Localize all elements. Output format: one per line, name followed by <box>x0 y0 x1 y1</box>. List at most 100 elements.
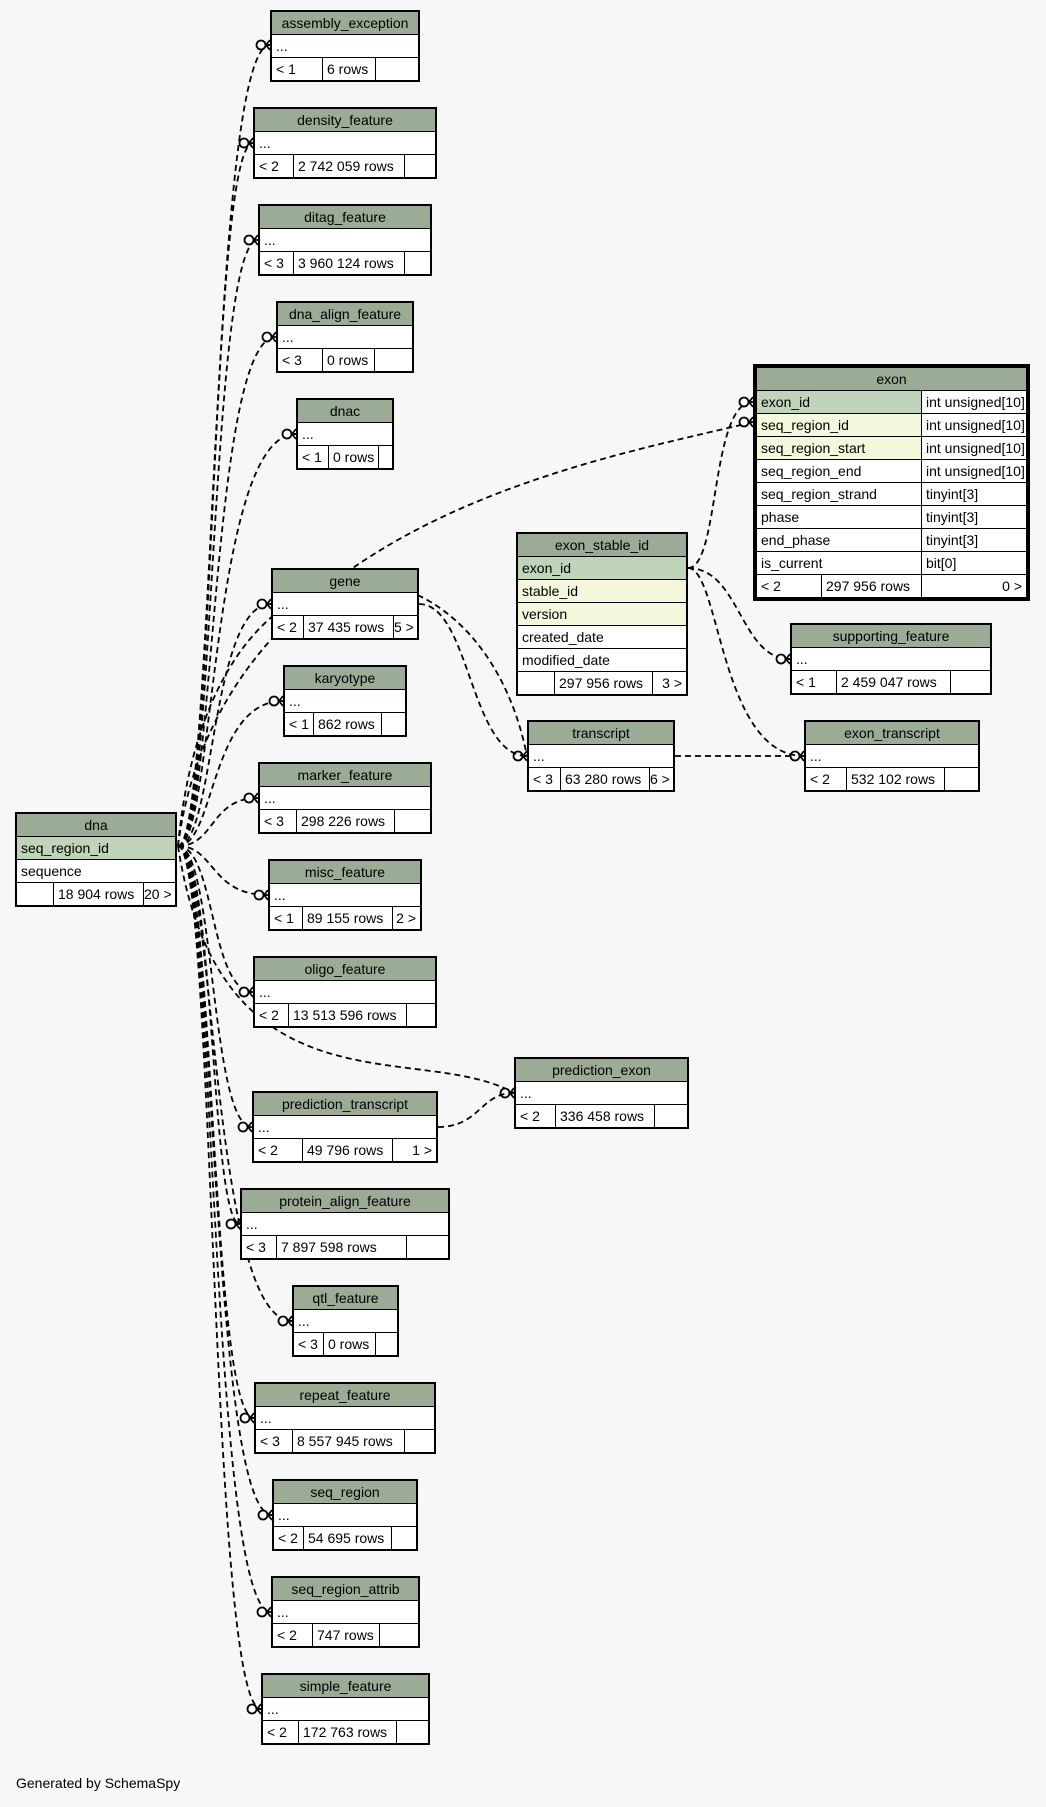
parents-count: < 2 <box>259 1007 279 1023</box>
edge-dna-simple-feature-optional-marker <box>246 1703 258 1715</box>
edge-dna-misc-feature-optional-marker <box>253 889 265 901</box>
edge-dna-karyotype <box>177 700 284 847</box>
row-count: 2 459 047 rows <box>836 671 950 693</box>
edge-dna-gene-crowfoot-marker <box>266 598 272 610</box>
edge-dna-marker-feature-optional-marker <box>243 792 255 804</box>
collapsed-columns: ... <box>796 651 808 667</box>
collapsed-columns: ... <box>289 693 301 709</box>
children-count <box>406 1004 435 1026</box>
table-header: assembly_exception <box>272 12 418 35</box>
column-exon-id: exon_id <box>761 394 811 410</box>
children-count <box>378 446 392 468</box>
footer-text: Generated by SchemaSpy <box>16 1775 181 1791</box>
column-type: int unsigned[10] <box>921 391 1026 413</box>
column-exon-id: exon_id <box>522 560 572 576</box>
edge-exon-supporting-feature-crowfoot-marker <box>785 653 791 665</box>
edge-dna-seq-region-crowfoot-marker <box>267 1509 273 1521</box>
table-header: simple_feature <box>263 1675 428 1698</box>
parents-count: < 2 <box>259 158 279 174</box>
edge-dna-dna-align-feature-optional-marker <box>261 331 273 343</box>
table-header: gene <box>273 570 417 593</box>
table-header: protein_align_feature <box>242 1190 448 1213</box>
row-count: 6 rows <box>322 58 375 80</box>
column-stable-id: stable_id <box>522 583 579 599</box>
table-header: exon_transcript <box>806 722 978 745</box>
edge-dna-simple-feature-crowfoot-marker <box>256 1703 262 1715</box>
table-header: dna_align_feature <box>278 303 412 326</box>
column-modified-date: modified_date <box>522 652 610 668</box>
collapsed-columns: ... <box>276 38 288 54</box>
edge-dna-transcript <box>177 581 528 847</box>
edge-dna-karyotype-crowfoot-marker <box>278 695 284 707</box>
column-type: int unsigned[10] <box>921 414 1026 436</box>
column-type: tinyint[3] <box>921 529 1026 551</box>
children-count: 0 > <box>921 575 1026 597</box>
edge-dna-dnac <box>177 433 297 847</box>
edge-dna-misc-feature <box>177 845 269 896</box>
column-type: tinyint[3] <box>921 506 1026 528</box>
children-count: 2 > <box>392 907 420 929</box>
table-header: density_feature <box>255 109 435 132</box>
table-exon-stable-id[interactable]: exon_stable_id exon_id stable_id version… <box>516 532 688 696</box>
row-count: 336 458 rows <box>555 1105 654 1127</box>
collapsed-columns: ... <box>810 748 822 764</box>
children-count <box>379 1624 418 1646</box>
column-seq-region-end: seq_region_end <box>761 463 862 479</box>
column-is-current: is_current <box>761 555 823 571</box>
row-count: 0 rows <box>322 349 374 371</box>
row-count: 172 763 rows <box>298 1721 396 1743</box>
parents-count: < 2 <box>810 771 830 787</box>
parents-count: < 2 <box>278 1530 298 1546</box>
row-count: 7 897 598 rows <box>276 1236 406 1258</box>
table-header: supporting_feature <box>792 625 990 648</box>
edge-dna-seq-region-attrib-crowfoot-marker <box>266 1606 272 1618</box>
collapsed-columns: ... <box>264 790 276 806</box>
column-phase: phase <box>761 509 800 525</box>
children-count: 20 > <box>143 883 175 905</box>
row-count: 8 557 945 rows <box>292 1430 404 1452</box>
table-header: repeat_feature <box>256 1384 434 1407</box>
collapsed-columns: ... <box>298 1313 310 1329</box>
children-count <box>394 810 430 832</box>
edge-dna-protein-align-feature <box>177 845 241 1225</box>
row-count: 54 695 rows <box>303 1527 391 1549</box>
row-count: 298 226 rows <box>296 810 394 832</box>
collapsed-columns: ... <box>259 135 271 151</box>
row-count: 63 280 rows <box>560 768 649 790</box>
column-seq-region-strand: seq_region_strand <box>761 486 877 502</box>
edge-dna-dna-align-feature <box>177 336 277 847</box>
children-count: 5 > <box>393 616 417 638</box>
column-type: int unsigned[10] <box>921 460 1026 482</box>
row-count: 0 rows <box>328 446 378 468</box>
table-header: marker_feature <box>260 764 430 787</box>
children-count <box>406 1236 448 1258</box>
edge-dna-exon <box>177 421 754 847</box>
children-count <box>375 58 418 80</box>
children-count <box>944 768 978 790</box>
collapsed-columns: ... <box>274 887 286 903</box>
edge-dna-qtl-feature <box>177 845 293 1322</box>
